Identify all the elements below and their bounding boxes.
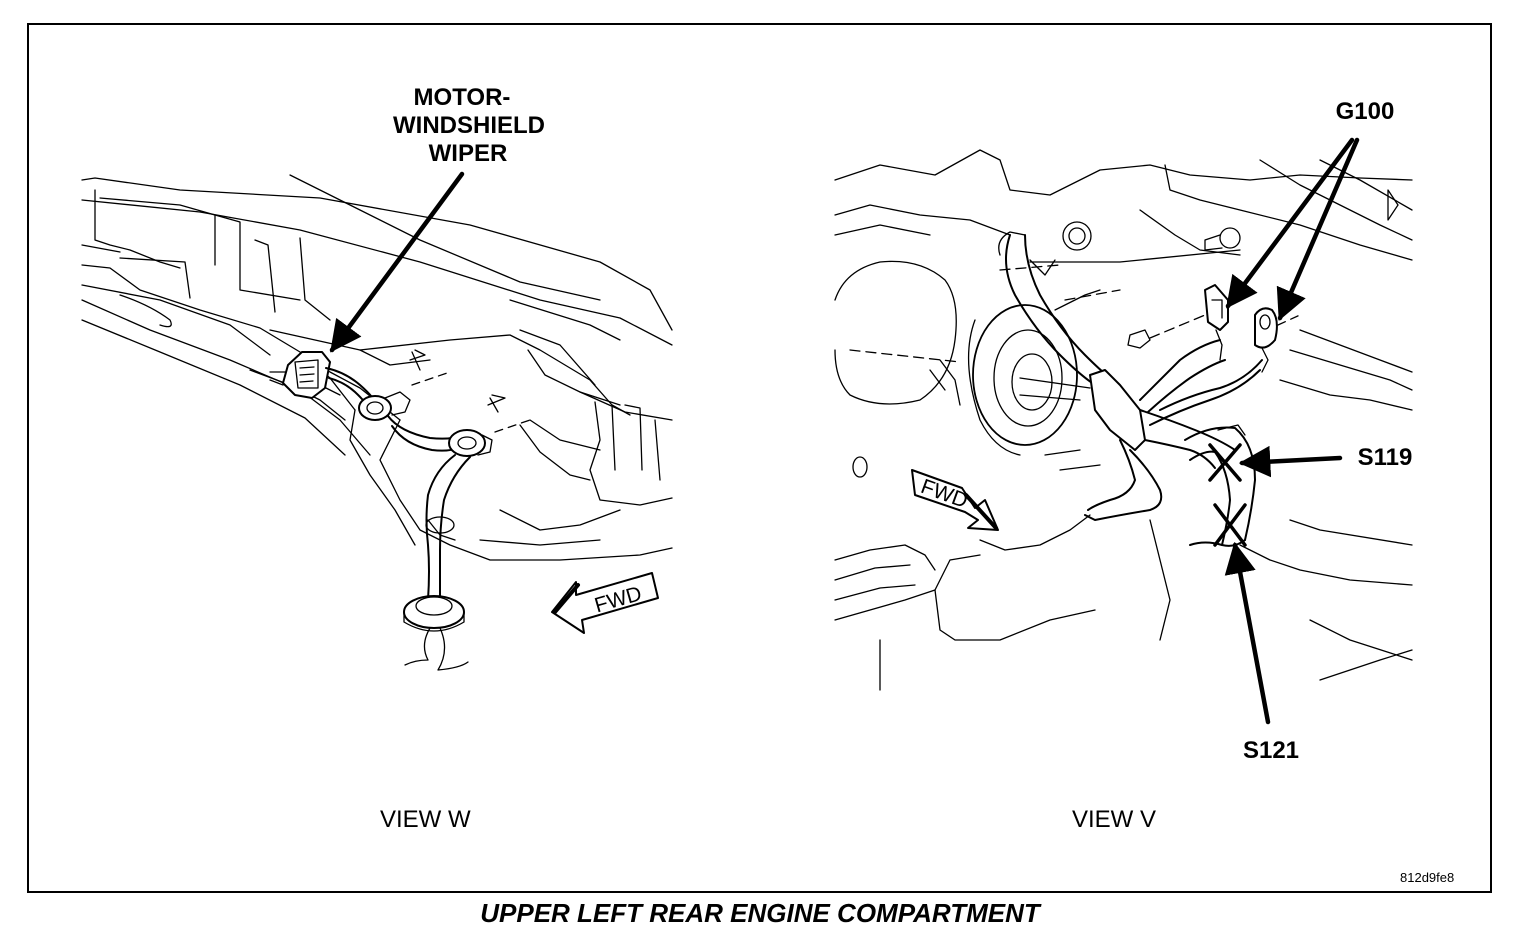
s119-callout-arrow [1238, 445, 1343, 478]
view-w-label: VIEW W [380, 806, 471, 833]
figure-frame [27, 23, 1492, 893]
splice-x-mark-icon-s121 [1213, 503, 1247, 547]
s121-callout-arrow [1224, 541, 1271, 725]
view-v-label: VIEW V [1072, 806, 1157, 833]
figure-code: 812d9fe8 [1400, 870, 1455, 885]
wiper-callout-line2: WINDSHIELD [393, 112, 545, 139]
g100-callout-arrow-left [1225, 137, 1355, 309]
s119-callout: S119 [1357, 444, 1413, 471]
fwd-arrow-icon-w [551, 572, 659, 634]
s121-callout: S121 [1242, 737, 1300, 764]
wiper-callout-line3: WIPER [428, 140, 508, 167]
view-w-illustration [81, 174, 673, 671]
g100-callout-arrow-right [1276, 137, 1360, 321]
g100-callout: G100 [1335, 98, 1395, 125]
view-v-illustration [834, 149, 1413, 691]
splice-x-mark-icon-s119 [1208, 443, 1242, 482]
figure-caption: UPPER LEFT REAR ENGINE COMPARTMENT [480, 898, 1040, 928]
wiper-callout-arrow [329, 171, 465, 353]
wiper-callout-line1: MOTOR- [413, 84, 511, 111]
